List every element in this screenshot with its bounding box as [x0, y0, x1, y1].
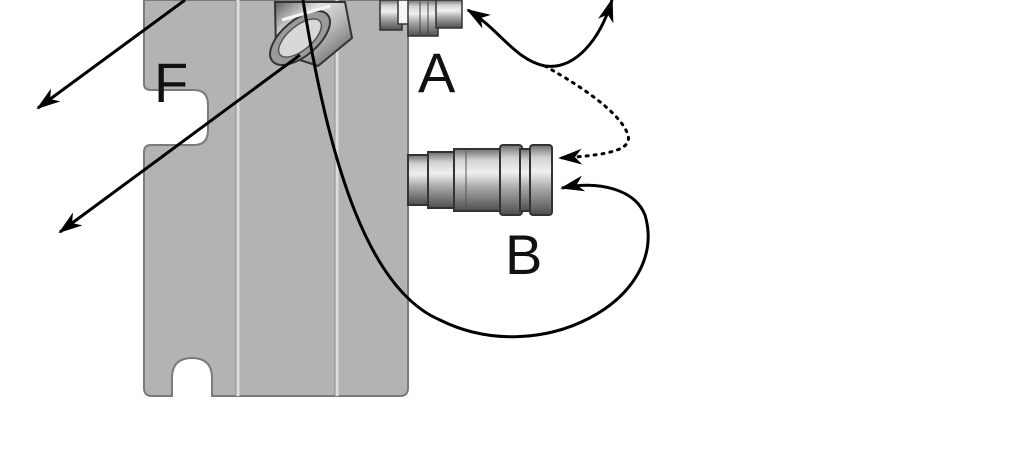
panel-plate: [143, 0, 409, 397]
routing-lines: [36, 0, 650, 339]
label-f: F: [154, 51, 188, 114]
label-a: A: [418, 41, 456, 104]
dotted-line-to-b: [543, 64, 630, 165]
cable-curve-long: [301, 0, 650, 339]
mounting-panel: [143, 0, 409, 397]
connector-a-fitting: [379, 0, 463, 37]
cable-curve-short: [466, 0, 614, 68]
connector-b-fitting: [407, 144, 553, 216]
angled-fitting: [269, 0, 354, 68]
label-b: B: [505, 223, 542, 286]
arrow-line-upper-left: [36, 0, 186, 110]
arrow-line-lower-left: [58, 53, 301, 234]
